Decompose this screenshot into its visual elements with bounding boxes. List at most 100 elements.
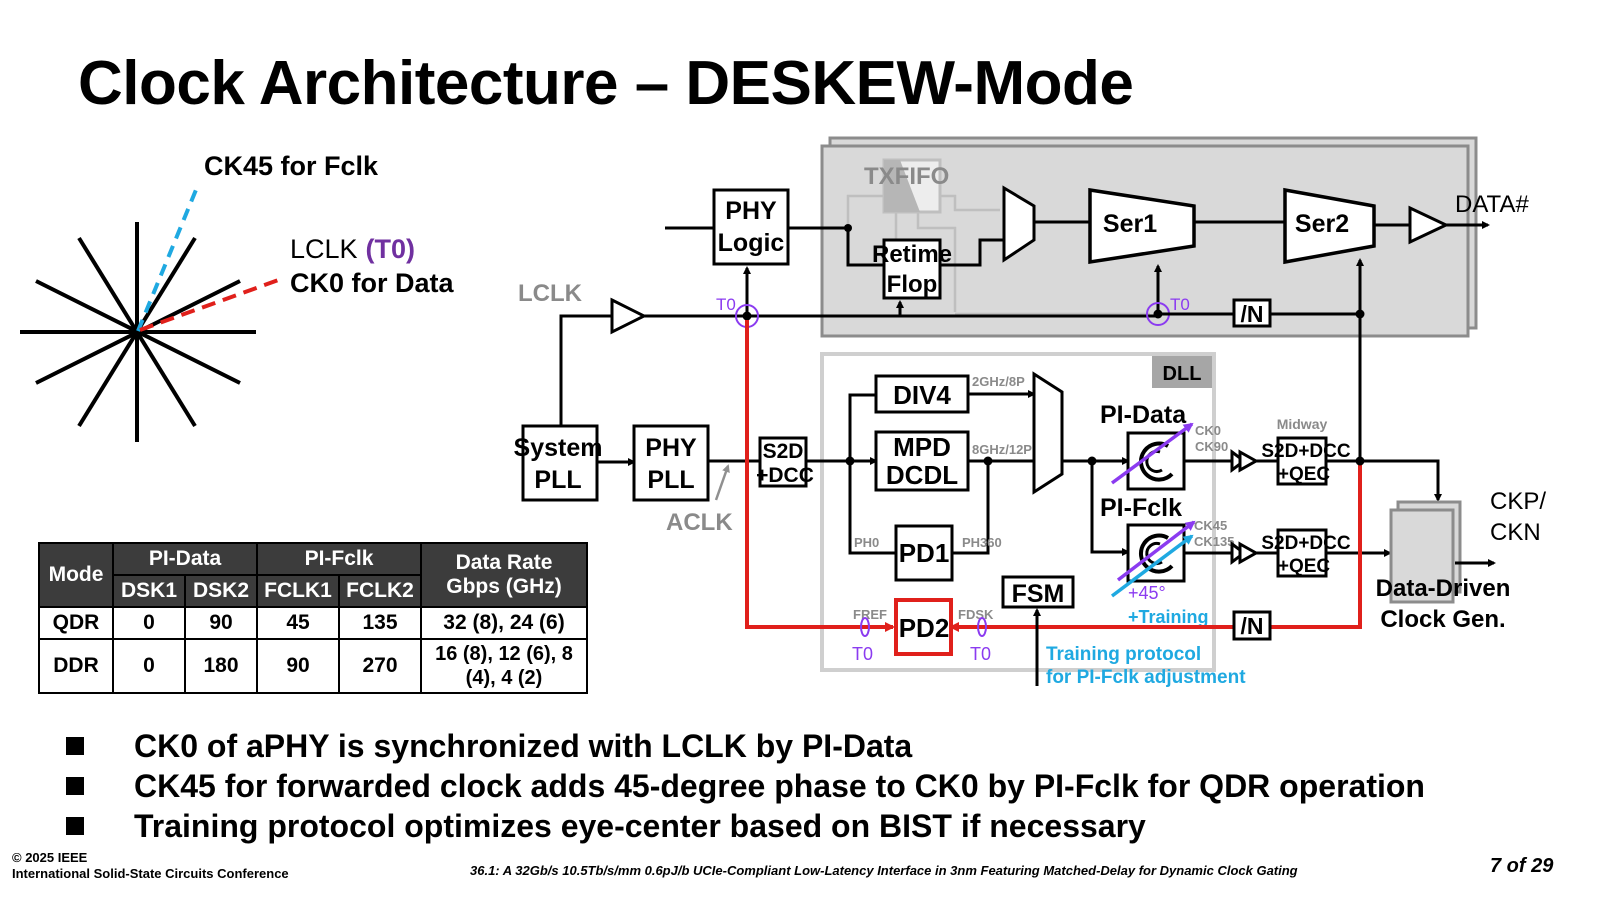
pi-data-label: PI-Data xyxy=(1100,401,1187,429)
tx-mux xyxy=(1002,185,1036,263)
bullet-square-icon xyxy=(66,777,84,795)
aclk-pointer xyxy=(714,464,730,501)
data-out-label: DATA# xyxy=(1455,191,1529,218)
rate-cell: 16 (8), 12 (6), 8 (4), 4 (2) xyxy=(420,638,588,694)
dsk2-cell: 180 xyxy=(184,638,258,694)
fref-feedback-path xyxy=(745,320,895,632)
fref-label: FREF xyxy=(853,607,887,622)
data-driven-clock-gen xyxy=(1389,508,1455,604)
s2d-dcc-qec-bottom-label-1: S2D+DCC xyxy=(1261,533,1350,554)
pi-fclk-label: PI-Fclk xyxy=(1100,494,1182,522)
lclk-buffer xyxy=(610,297,648,335)
slide-title: Clock Architecture – DESKEW-Mode xyxy=(78,49,1134,118)
rate-header-2: Gbps (GHz) xyxy=(446,575,562,598)
footer-left: © 2025 IEEE International Solid-State Ci… xyxy=(12,850,289,882)
bullet-item: CK45 for forwarded clock adds 45-degree … xyxy=(64,766,1425,806)
dsk1-header: DSK1 xyxy=(112,574,186,608)
phy-logic-block xyxy=(712,188,790,266)
pd1-block xyxy=(894,524,954,582)
phase-rotator-icon xyxy=(1138,441,1174,482)
dsk1-cell: 0 xyxy=(112,606,186,640)
mode-header: Mode xyxy=(38,542,114,608)
t0-label-ser: T0 xyxy=(1170,295,1190,314)
wire xyxy=(848,393,876,461)
s2d-dcc-qec-top-label-1: S2D+DCC xyxy=(1261,441,1350,462)
t0-label-lclk: T0 xyxy=(716,295,736,314)
phy-pll-label-1: PHY xyxy=(645,434,697,462)
mode-cell: QDR xyxy=(38,606,114,640)
ddcg-label-1: Data-Driven xyxy=(1376,575,1511,602)
ck45-signal-label: CK45 xyxy=(1194,518,1227,533)
s2d-dcc-block xyxy=(758,436,808,488)
wire xyxy=(846,228,884,267)
dsk2-header: DSK2 xyxy=(184,574,258,608)
ser1-block xyxy=(1088,187,1196,265)
t0-marker xyxy=(860,617,870,637)
s2d-dcc-label-1: S2D xyxy=(763,440,804,463)
retime-flop-block xyxy=(882,238,942,300)
s2d-dcc-qec-bottom-label-2: +QEC xyxy=(1278,556,1331,577)
mpd-dcdl-block xyxy=(874,430,970,492)
ck45-phase-line xyxy=(136,184,200,332)
div4-block xyxy=(874,374,970,414)
divider-n-bottom-label: /N xyxy=(1241,613,1264,639)
phase-star xyxy=(20,222,256,442)
ck0-signal-label: CK0 xyxy=(1195,423,1221,438)
phy-pll-block xyxy=(632,424,710,502)
fclk2-cell: 135 xyxy=(338,606,422,640)
ck0-label: CK0 for Data xyxy=(290,268,455,298)
ckp-label: CKP/ xyxy=(1490,488,1546,515)
table-row: QDR 0 90 45 135 32 (8), 24 (6) xyxy=(38,606,588,640)
t0-marker xyxy=(977,617,987,637)
lclk-label: LCLK xyxy=(518,280,583,307)
wire xyxy=(952,461,990,555)
conference-name: International Solid-State Circuits Confe… xyxy=(12,866,289,881)
fdsk-label: FDSK xyxy=(958,607,994,622)
dsk1-cell: 0 xyxy=(112,638,186,694)
fclk1-cell: 90 xyxy=(256,638,340,694)
mpd-dcdl-label-2: DCDL xyxy=(886,460,958,490)
s2d-dcc-qec-top-label-2: +QEC xyxy=(1278,464,1331,485)
t0-label-fdsk: T0 xyxy=(970,644,991,664)
junction-dot xyxy=(742,311,752,321)
rate-header-1: Data Rate xyxy=(455,551,553,574)
rate-header: Data Rate Gbps (GHz) xyxy=(420,542,588,608)
training-protocol-label-2: for PI-Fclk adjustment xyxy=(1046,667,1246,688)
fclk2-header: FCLK2 xyxy=(338,574,422,608)
fclk2-cell: 270 xyxy=(338,638,422,694)
bullet-list: CK0 of aPHY is synchronized with LCLK by… xyxy=(64,726,1425,846)
retime-flop-label-1: Retime xyxy=(872,241,952,268)
system-pll-block xyxy=(521,424,599,502)
wire xyxy=(1326,459,1442,502)
wire xyxy=(940,238,1004,267)
ck135-signal-label: CK135 xyxy=(1194,534,1234,549)
paper-title: 36.1: A 32Gb/s 10.5Tb/s/mm 0.6pJ/b UCIe-… xyxy=(470,863,1298,878)
bullet-text: Training protocol optimizes eye-center b… xyxy=(134,807,1146,844)
pd2-block xyxy=(894,598,953,656)
pi-fclk-tuning-arrow xyxy=(1116,520,1196,582)
plus45-label: +45° xyxy=(1128,583,1166,603)
pi-fclk-training-arrow xyxy=(1110,534,1194,598)
clock-buffer-bottom xyxy=(1230,541,1260,565)
system-pll-label-2: PLL xyxy=(534,466,581,494)
output-driver xyxy=(1408,205,1450,245)
dll-label: DLL xyxy=(1163,363,1202,385)
dll-mux xyxy=(1032,371,1064,495)
pi-fclk-header: PI-Fclk xyxy=(256,542,422,576)
copyright: © 2025 IEEE xyxy=(12,850,88,865)
mode-table: Mode PI-Data PI-Fclk Data Rate Gbps (GHz… xyxy=(38,542,588,694)
page-number: 7 of 29 xyxy=(1490,855,1554,877)
pi-data-tuning-arrow xyxy=(1110,422,1194,485)
pd1-label: PD1 xyxy=(899,538,950,568)
rate-cell: 32 (8), 24 (6) xyxy=(420,606,588,640)
midway-label: Midway xyxy=(1277,416,1328,432)
ph0-label: PH0 xyxy=(854,535,879,550)
dsk2-cell: 90 xyxy=(184,606,258,640)
system-pll-label-1: System xyxy=(514,434,603,462)
dll-badge xyxy=(1152,356,1212,388)
bullet-item: CK0 of aPHY is synchronized with LCLK by… xyxy=(64,726,1425,766)
ph360-label: PH360 xyxy=(962,535,1002,550)
fclk1-header: FCLK1 xyxy=(256,574,340,608)
aclk-label: ACLK xyxy=(666,509,733,536)
